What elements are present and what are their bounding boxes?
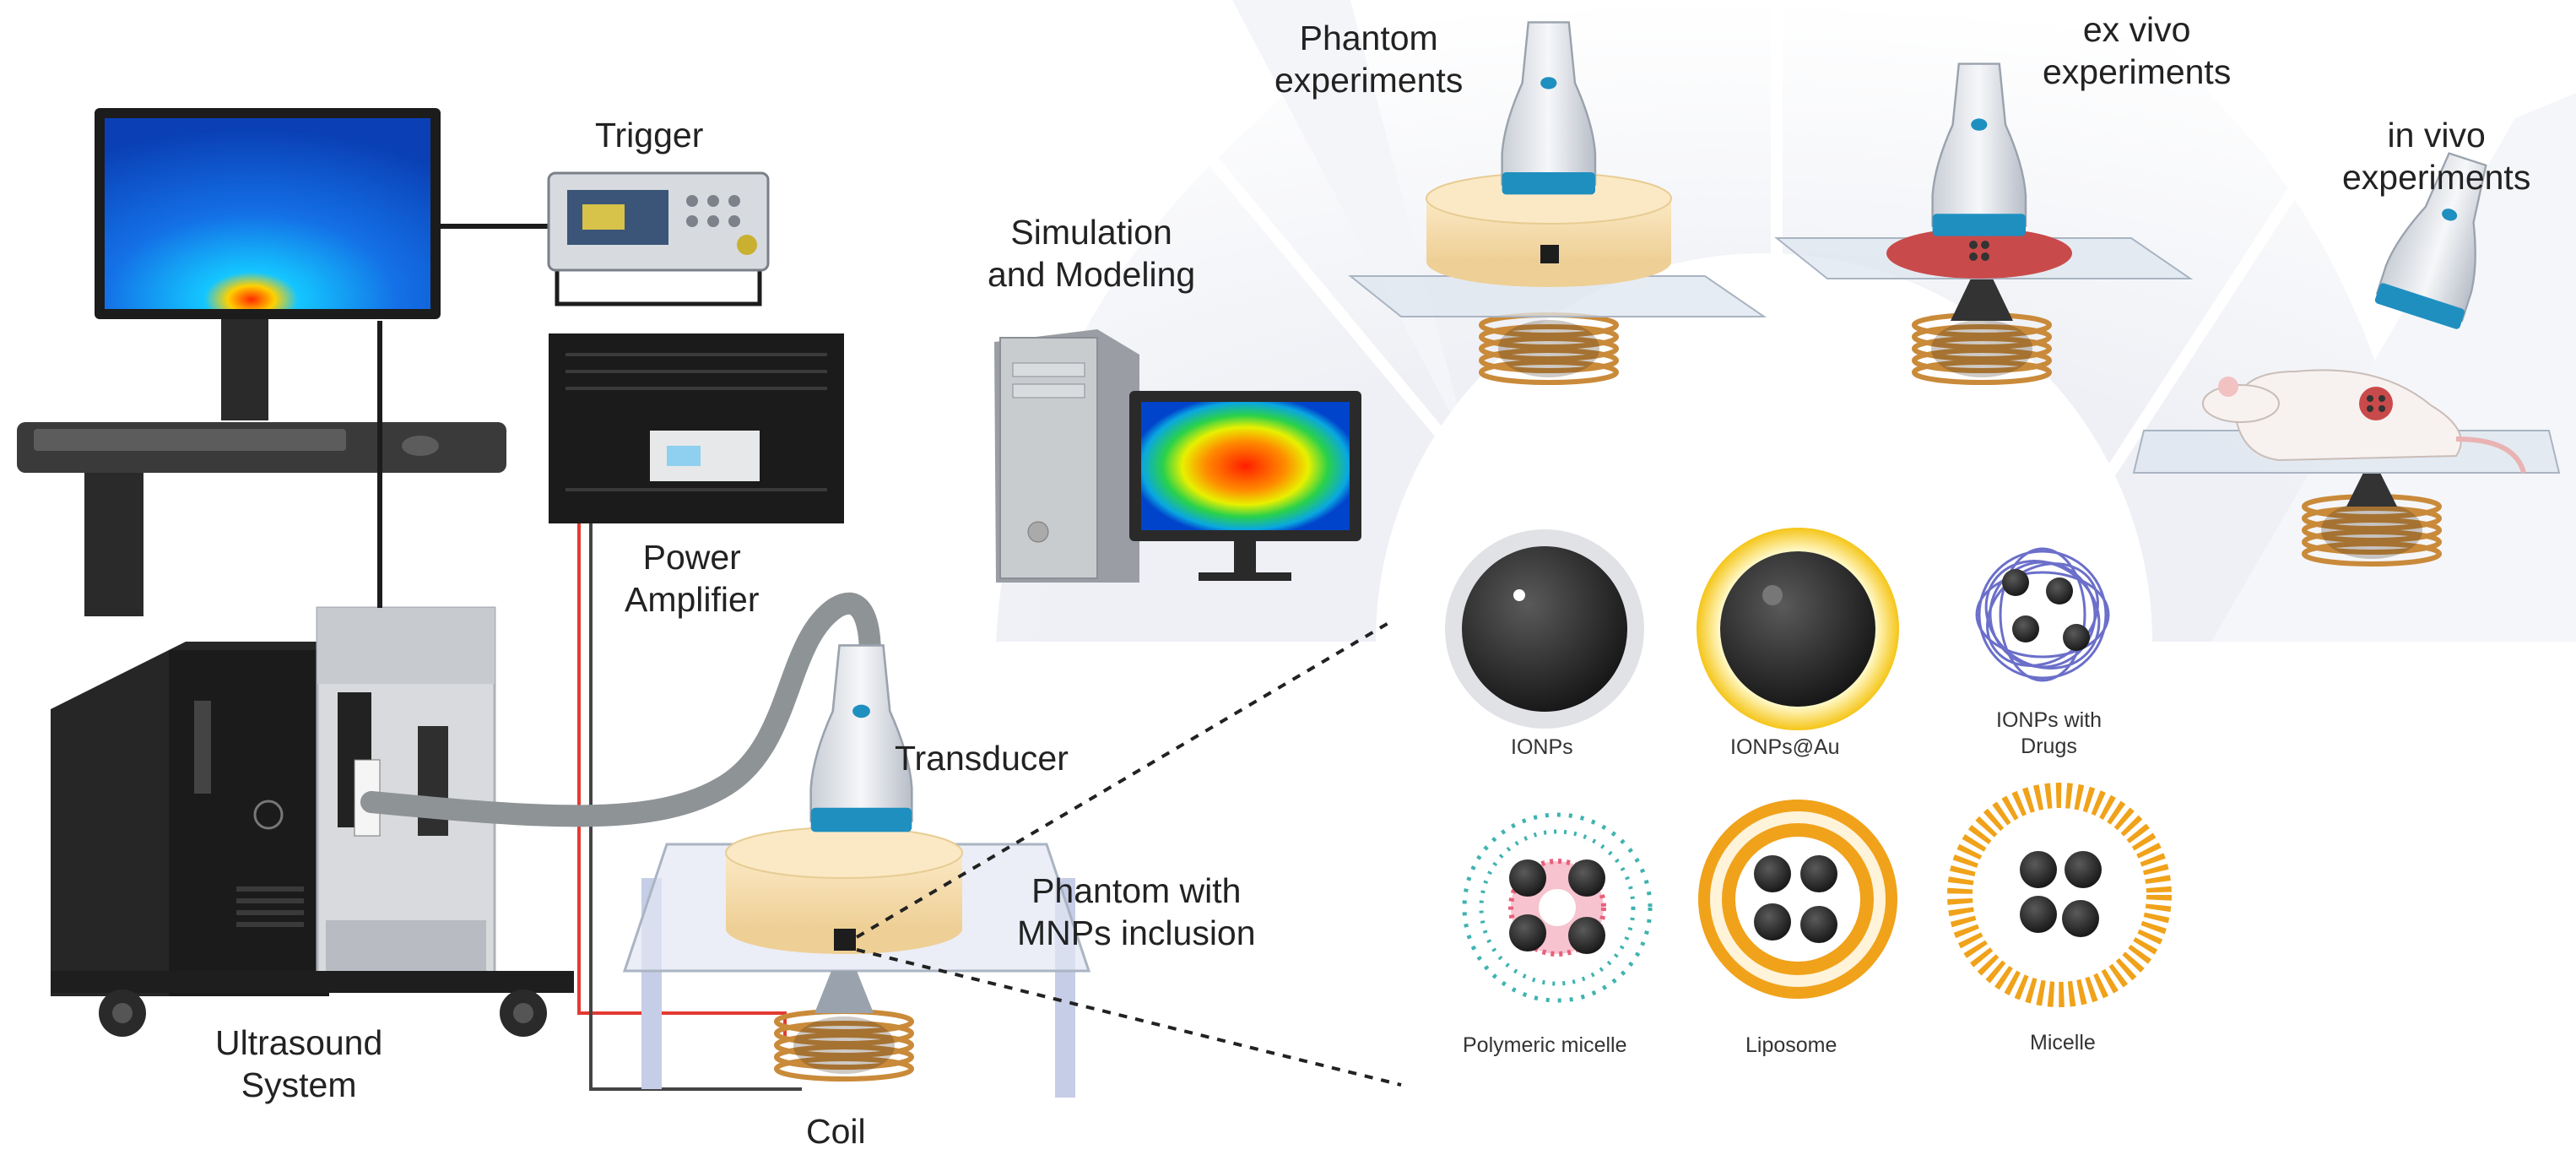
ionp-drugs-icon — [1975, 547, 2110, 682]
coil-label: Coil — [806, 1112, 866, 1151]
power-amplifier-device — [549, 333, 844, 523]
micelle-icon — [1947, 783, 2172, 1007]
in-vivo-label-line2: experiments — [2342, 158, 2531, 198]
phantom-experiment — [1350, 21, 1765, 382]
ionp-drugs-label-line1: IONPs with — [1996, 708, 2102, 732]
ultrasound-system-label: Ultrasound System — [215, 1022, 382, 1106]
simulation-computer — [994, 329, 1361, 583]
transducer-label: Transducer — [895, 739, 1069, 778]
phantom-experiments-label: Phantom experiments — [1274, 17, 1463, 101]
liposome-icon — [1698, 800, 1897, 999]
power-amplifier-label: Power Amplifier — [625, 536, 759, 621]
in-vivo-label-line1: in vivo — [2387, 116, 2486, 155]
trigger-label: Trigger — [595, 116, 704, 155]
ultrasound-monitor — [17, 108, 506, 591]
phantom-experiments-label-line1: Phantom — [1299, 19, 1438, 57]
ultrasound-system-label-line2: System — [241, 1065, 357, 1105]
in-vivo-experiment — [2132, 144, 2561, 564]
ionp-icon — [1445, 529, 1644, 729]
ionp-label: IONPs — [1511, 735, 1573, 759]
ex-vivo-label-line2: experiments — [2043, 52, 2232, 92]
polymeric-micelle-icon — [1462, 812, 1653, 1003]
phantom-experiments-label-line2: experiments — [1274, 61, 1464, 100]
phantom-mnp-label-line1: Phantom with — [1031, 871, 1242, 910]
polymeric-micelle-label: Polymeric micelle — [1463, 1033, 1627, 1057]
ex-vivo-label-line1: ex vivo — [2082, 10, 2191, 49]
zoom-lines — [855, 619, 1402, 1087]
ionp-drugs-label-line2: Drugs — [2021, 734, 2077, 758]
ionp-drugs-label: IONPs with Drugs — [1996, 707, 2102, 759]
micelle-label: Micelle — [2030, 1031, 2096, 1054]
trigger-device — [547, 171, 770, 272]
ultrasound-system-label-line1: Ultrasound — [215, 1023, 383, 1062]
phantom-mnp-label-line2: MNPs inclusion — [1017, 913, 1256, 953]
in-vivo-label: in vivo experiments — [2342, 114, 2530, 198]
ex-vivo-experiment — [1776, 62, 2191, 382]
simulation-label-line2: and Modeling — [988, 255, 1196, 295]
power-amplifier-label-line2: Amplifier — [625, 580, 760, 620]
ex-vivo-label: ex vivo experiments — [2043, 8, 2231, 93]
power-amplifier-label-line1: Power — [642, 538, 741, 577]
ionp-au-icon — [1697, 528, 1899, 730]
ionp-au-label: IONPs@Au — [1730, 735, 1840, 759]
main-phantom-setup — [622, 644, 1091, 1098]
phantom-mnp-label: Phantom with MNPs inclusion — [1017, 870, 1256, 954]
simulation-label-line1: Simulation — [1010, 213, 1172, 252]
simulation-label: Simulation and Modeling — [988, 211, 1195, 295]
ultrasound-system-cart — [51, 591, 574, 1037]
liposome-label: Liposome — [1745, 1033, 1837, 1057]
